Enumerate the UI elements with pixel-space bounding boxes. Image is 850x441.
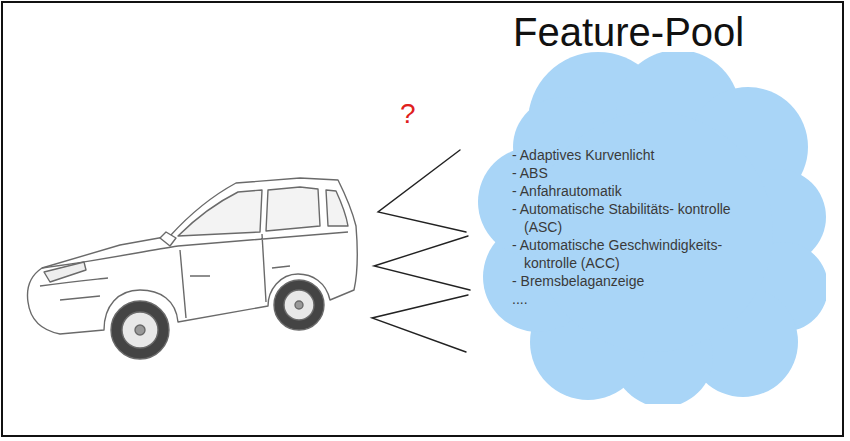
feature-cloud: - Adaptives Kurvenlicht- ABS- Anfahrauto…: [478, 52, 826, 404]
rear-wheel: [274, 280, 324, 330]
rear-hub: [295, 301, 303, 309]
car-illustration: [28, 178, 358, 359]
rear-rim: [284, 290, 314, 320]
arrow-stroke: [374, 236, 470, 290]
front-hub: [135, 325, 145, 335]
arrow-strokes: [372, 150, 470, 352]
arrow-stroke: [372, 295, 468, 352]
mirror: [160, 232, 176, 246]
question-mark: ?: [400, 98, 416, 130]
feature-item: - Anfahrautomatik: [512, 182, 764, 200]
feature-item: - Automatische Stabilitäts- kontrolle (A…: [512, 200, 764, 236]
car-lines: [40, 232, 348, 318]
feature-item: - Automatische Geschwindigkeits- kontrol…: [512, 236, 764, 272]
feature-list: - Adaptives Kurvenlicht- ABS- Anfahrauto…: [512, 146, 764, 308]
front-rim: [122, 312, 158, 348]
car-body: [28, 178, 358, 334]
arrow-stroke: [378, 150, 466, 232]
feature-item: ....: [512, 290, 764, 308]
feature-item: - ABS: [512, 164, 764, 182]
feature-item: - Adaptives Kurvenlicht: [512, 146, 764, 164]
diagram-title: Feature-Pool: [513, 10, 744, 55]
front-wheel: [111, 301, 169, 359]
headlight: [44, 262, 86, 282]
feature-item: - Bremsbelaganzeige: [512, 272, 764, 290]
car-windows: [178, 187, 348, 236]
